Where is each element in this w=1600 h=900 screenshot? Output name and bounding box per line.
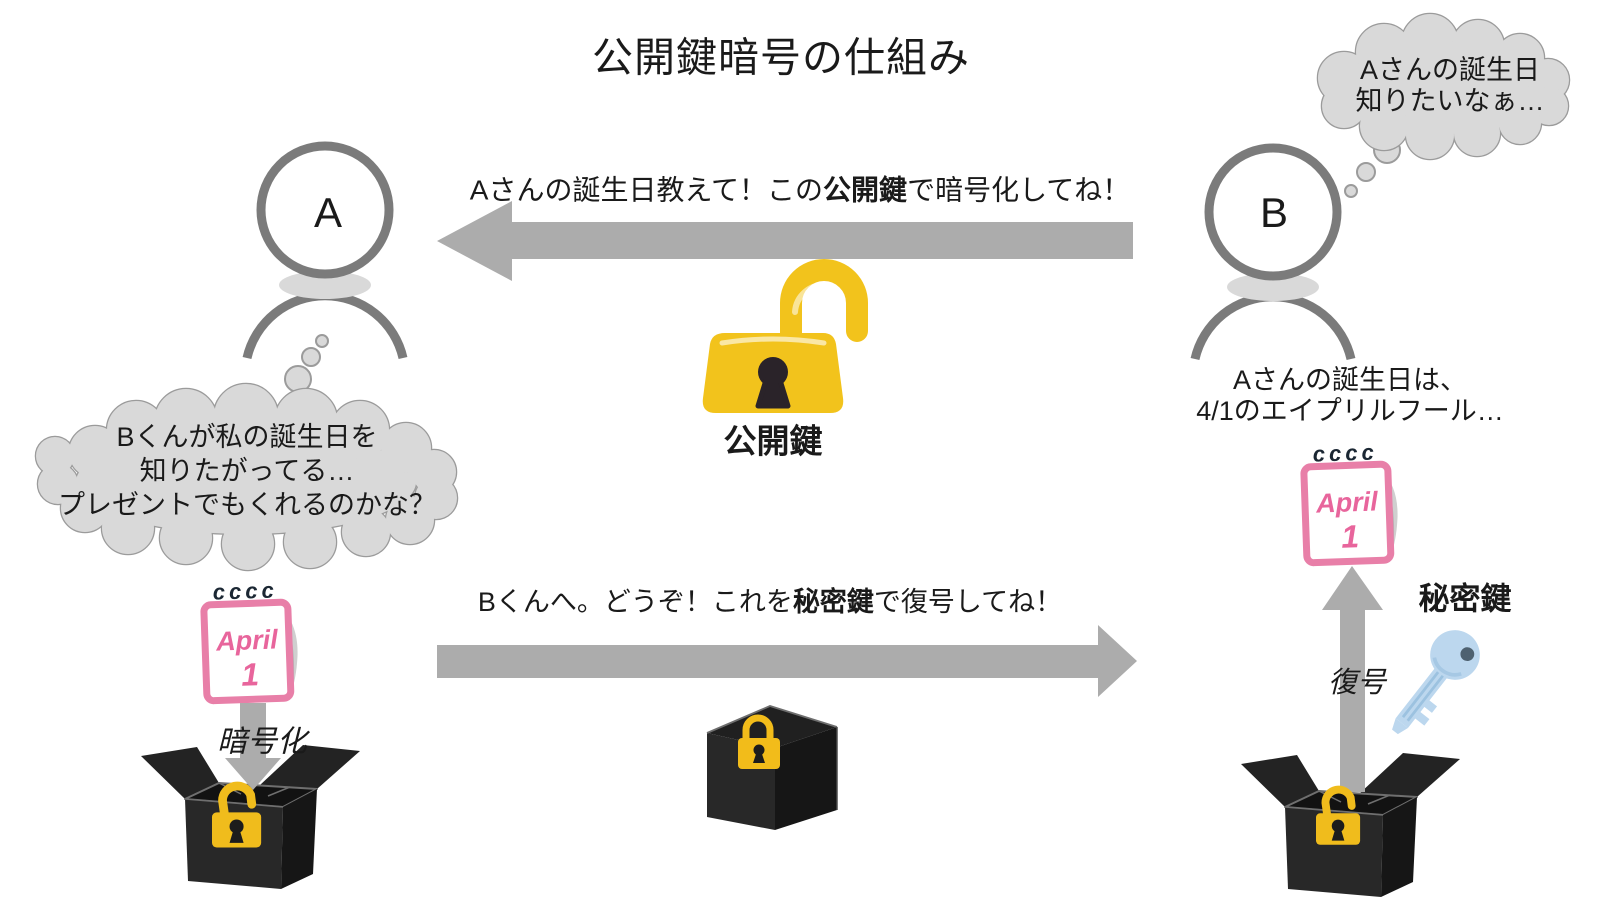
page-title: 公開鍵暗号の仕組み xyxy=(592,34,970,81)
calendar-rings: cccc xyxy=(1312,439,1378,466)
decrypt-label: 復号 xyxy=(1327,666,1387,699)
person-b-label: B xyxy=(1259,188,1289,236)
private-key-label: 秘密鍵 xyxy=(1418,581,1512,617)
thought-bubble-a xyxy=(34,334,459,572)
calendar-month: April xyxy=(215,624,279,656)
closed-padlock-icon xyxy=(738,714,780,769)
request-message-suffix: で暗号化してね！ xyxy=(907,174,1131,206)
thought-a-line3: プレゼントでもくれるのかな？ xyxy=(58,490,436,521)
calendar-a-icon: cccc April 1 xyxy=(200,577,298,705)
reveal-line2: 4/1のエイプリルフール… xyxy=(1196,396,1504,427)
response-message: Bくんへ。どうぞ！これを秘密鍵で復号してね！ xyxy=(478,586,1062,620)
calendar-month: April xyxy=(1315,486,1379,518)
person-a-avatar xyxy=(242,141,408,360)
thought-bubble-b xyxy=(1316,12,1571,198)
public-key-open-padlock-icon xyxy=(702,259,868,413)
calendar-rings: cccc xyxy=(212,577,278,604)
request-message: Aさんの誕生日教えて！この公開鍵で暗号化してね！ xyxy=(470,173,1130,208)
response-message-prefix: Bくんへ。どうぞ！これを xyxy=(477,587,793,618)
thought-a-line1: Bくんが私の誕生日を xyxy=(116,422,378,453)
thought-a-line2: 知りたがってる… xyxy=(139,456,355,487)
person-b-avatar xyxy=(1190,143,1356,361)
response-message-emphasis: 秘密鍵 xyxy=(792,587,874,618)
locked-box-icon xyxy=(706,705,838,830)
calendar-day: 1 xyxy=(241,656,260,693)
reveal-line1: Aさんの誕生日は、 xyxy=(1232,365,1468,396)
request-message-emphasis: 公開鍵 xyxy=(823,174,908,206)
request-message-prefix: Aさんの誕生日教えて！この xyxy=(469,174,824,206)
encrypt-arrow xyxy=(225,703,281,790)
person-a-label: A xyxy=(313,188,343,236)
response-arrow xyxy=(437,625,1137,697)
calendar-day: 1 xyxy=(1341,518,1360,555)
thought-b-line1: Aさんの誕生日 xyxy=(1359,55,1541,86)
thought-b-line2: 知りたいなぁ… xyxy=(1355,86,1545,117)
response-message-suffix: で復号してね！ xyxy=(873,587,1063,618)
decrypt-arrow xyxy=(1322,566,1383,792)
public-key-label: 公開鍵 xyxy=(723,422,823,460)
private-key-icon xyxy=(1392,630,1480,735)
encrypt-label: 暗号化 xyxy=(217,725,307,759)
request-arrow xyxy=(437,201,1133,281)
calendar-b-icon: cccc April 1 xyxy=(1300,439,1398,567)
